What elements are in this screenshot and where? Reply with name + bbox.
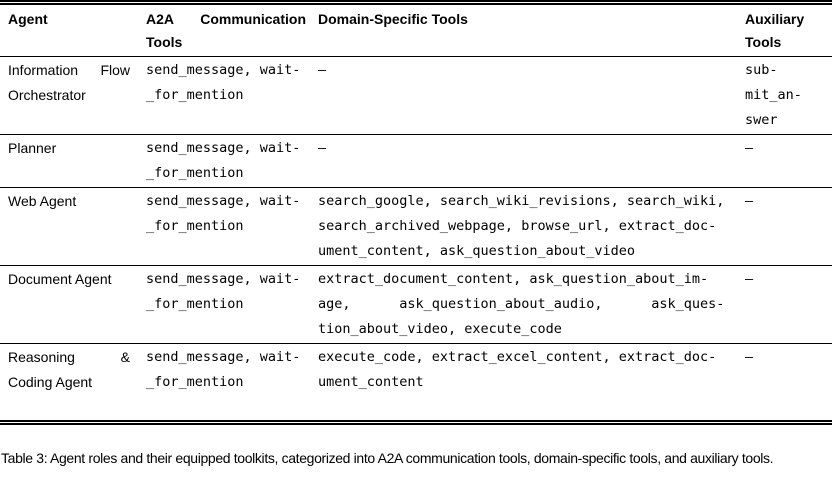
column-header-auxiliary-tools: Auxiliary Tools	[745, 11, 805, 50]
a2a-tools-cell: send_message, wait- _for_mention	[146, 349, 301, 390]
domain-tools-cell: execute_code, extract_excel_content, ext…	[318, 349, 717, 390]
agent-name: Document Agent	[8, 271, 112, 287]
table-row-document-agent: Document Agent send_message, wait- _for_…	[0, 265, 832, 344]
column-header-a2a-communication-tools: A2A Communication Tools	[146, 11, 306, 50]
table-row-information-flow-orchestrator: Information Flow Orchestrator send_messa…	[0, 57, 832, 135]
table-row-web-agent: Web Agent send_message, wait- _for_menti…	[0, 187, 832, 266]
a2a-tools-cell: send_message, wait- _for_mention	[146, 62, 301, 103]
auxiliary-tools-cell: –	[745, 349, 754, 365]
domain-tools-cell: extract_document_content, ask_question_a…	[318, 271, 725, 337]
table-body: Information Flow Orchestrator send_messa…	[0, 57, 832, 423]
agent-name: Web Agent	[8, 193, 77, 209]
agent-name: Reasoning & Coding Agent	[8, 349, 130, 390]
table-header: Agent A2A Communication Tools Domain-Spe…	[0, 3, 832, 57]
auxiliary-tools-cell: –	[745, 140, 754, 156]
domain-tools-cell: –	[318, 140, 327, 156]
auxiliary-tools-cell: –	[745, 271, 754, 287]
auxiliary-tools-cell: sub- mit_an- swer	[745, 62, 802, 128]
paper-table-figure: Agent A2A Communication Tools Domain-Spe…	[0, 0, 832, 466]
agent-name: Planner	[8, 140, 57, 156]
column-header-domain-specific-tools: Domain-Specific Tools	[318, 11, 468, 27]
a2a-tools-cell: send_message, wait- _for_mention	[146, 271, 301, 312]
agent-name: Information Flow Orchestrator	[8, 62, 130, 103]
domain-tools-cell: search_google, search_wiki_revisions, se…	[318, 193, 725, 259]
a2a-tools-cell: send_message, wait- _for_mention	[146, 193, 301, 234]
table-row-planner: Planner send_message, wait- _for_mention…	[0, 134, 832, 188]
header-row: Agent A2A Communication Tools Domain-Spe…	[0, 3, 832, 57]
auxiliary-tools-cell: –	[745, 193, 754, 209]
agent-toolkits-table: Agent A2A Communication Tools Domain-Spe…	[0, 0, 832, 425]
column-header-agent: Agent	[8, 11, 48, 27]
a2a-tools-cell: send_message, wait- _for_mention	[146, 140, 301, 181]
domain-tools-cell: –	[318, 62, 327, 78]
table-caption: Table 3: Agent roles and their equipped …	[1, 450, 774, 466]
table-row-reasoning-coding-agent: Reasoning & Coding Agent send_message, w…	[0, 343, 832, 423]
